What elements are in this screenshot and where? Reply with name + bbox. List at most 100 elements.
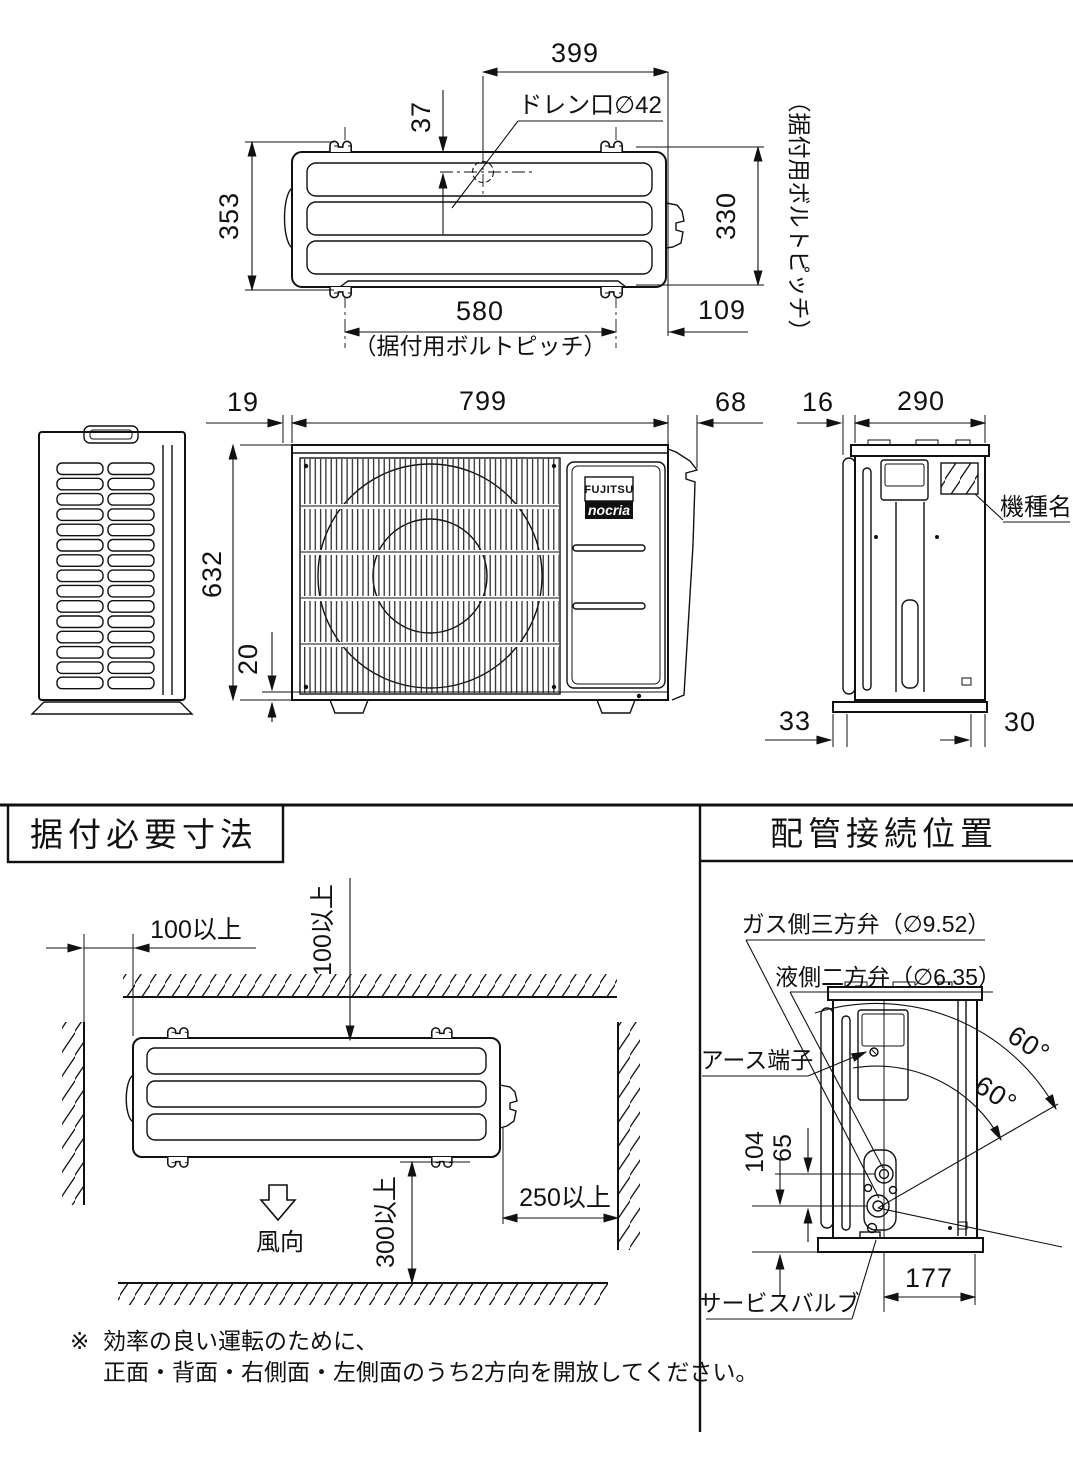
piping-unit-outline [832, 999, 978, 1239]
dim-68: 68 [715, 387, 747, 417]
grille-bolt [551, 684, 557, 690]
dim-580: 580 [456, 296, 504, 326]
wind-direction-arrow-icon [259, 1184, 297, 1222]
earth-terminal-screw [869, 1047, 879, 1057]
rear-louver-slot [107, 538, 155, 552]
installation-title: 据付必要寸法 [30, 816, 258, 853]
rear-louver-slot [56, 462, 104, 476]
angle-arc-outer [814, 1002, 1057, 1111]
rear-louver-slot [56, 554, 104, 567]
mount-foot [166, 1027, 190, 1039]
rear-louver-slot [107, 630, 155, 644]
rear-louver-slot [56, 584, 104, 598]
rear-louver-slot [56, 661, 104, 675]
dim-799: 799 [459, 386, 507, 416]
bolt-pitch-label-vertical: （据付用ボルトピッチ） [786, 90, 812, 343]
dim-330: 330 [711, 192, 741, 240]
top-wall-hatch [123, 974, 617, 997]
gas-leader [745, 939, 880, 1199]
rear-handle-inner [89, 429, 133, 440]
dim-399: 399 [551, 38, 599, 68]
drain-leader-line [451, 120, 519, 209]
rear-louver-slot [107, 554, 155, 567]
service-leader [851, 1239, 877, 1320]
dim-20: 20 [233, 643, 263, 675]
side-view: 機種名 16 290 33 30 [765, 386, 1072, 747]
mount-foot [329, 286, 353, 299]
rear-louver-slot [56, 508, 104, 522]
rear-louver-slot [107, 523, 155, 537]
rear-louver-slot [107, 508, 155, 522]
gas-valve-port [872, 1200, 884, 1212]
grille-bolt [551, 463, 557, 469]
service-panel: FUJITSU nocria [566, 461, 666, 699]
rear-louver-slot [107, 569, 155, 583]
dim-65: 65 [769, 1134, 797, 1162]
plan-slat-2 [146, 1080, 487, 1108]
clearance-right-label: 250以上 [519, 1184, 611, 1212]
side-handle-recess [880, 459, 929, 501]
rear-louver-slot [56, 523, 104, 537]
rear-louver-slot [56, 630, 104, 644]
valve-detail [863, 1183, 873, 1193]
rear-louver-slot [107, 661, 155, 675]
section-dividers: 据付必要寸法 配管接続位置 [0, 803, 1073, 1432]
piping-pipe-channel [841, 1015, 851, 1231]
rear-louver-slot [107, 492, 155, 506]
rear-louver-grid [56, 462, 155, 690]
grille-bolt [303, 684, 309, 690]
top-slat-3 [306, 240, 653, 275]
angle-outer-label: 60° [1002, 1020, 1055, 1069]
mount-foot [600, 140, 624, 153]
top-view: ドレン口∅42 399 37 353 330 （据付用ボルトピッチ） 580 （… [214, 38, 812, 359]
mount-foot [430, 1027, 454, 1039]
side-pipe-channel [862, 467, 872, 691]
valve-cover-protrusion [665, 202, 685, 249]
rear-guard-edge [842, 457, 856, 695]
piping-base-plate [817, 1237, 984, 1253]
rear-handle [83, 425, 139, 444]
dim-104: 104 [741, 1131, 769, 1173]
liquid-valve-label: 液側二方弁（∅6.35） [775, 964, 1001, 990]
note-mark: ※ [70, 1328, 89, 1354]
mount-foot [329, 140, 353, 153]
note-line1: 効率の良い運転のために、 [103, 1328, 378, 1354]
piping-handle-inner [861, 1013, 905, 1047]
fujitsu-logo: FUJITSU [584, 484, 633, 496]
top-slat-1 [306, 162, 653, 197]
fan-grille [299, 457, 561, 695]
bolt-pitch-label-horizontal: （据付用ボルトピッチ） [354, 333, 607, 359]
nocria-logo: nocria [588, 502, 630, 518]
side-bolt [935, 535, 939, 539]
piping-title: 配管接続位置 [770, 815, 998, 852]
plan-left-bulge [125, 1074, 134, 1123]
dim-16: 16 [802, 387, 834, 417]
rear-louver-slot [56, 600, 104, 613]
rear-louver-slot [107, 477, 155, 491]
rear-view [30, 425, 194, 715]
unit-top-outline [291, 151, 667, 288]
rear-louver-slot [56, 492, 104, 506]
rear-louver-slot [56, 477, 104, 491]
dim-37: 37 [406, 101, 436, 133]
dim-33: 33 [779, 706, 811, 736]
installation-drawing: 100以上 100以上 250以上 300以上 風向 ※ 効率の良い運転のために… [46, 878, 758, 1385]
dim-177: 177 [905, 1263, 953, 1293]
rear-louver-slot [56, 538, 104, 552]
side-flange [667, 448, 699, 701]
installation-title-box [6, 803, 285, 864]
left-bulge [283, 187, 293, 249]
dim-19: 19 [227, 387, 259, 417]
grille-rails [301, 504, 559, 647]
liquid-valve-port [878, 1168, 890, 1180]
dim-632: 632 [197, 550, 227, 598]
rear-louver-slot [107, 584, 155, 598]
rear-base [30, 701, 194, 715]
rear-louver-slot [56, 645, 104, 659]
piping-rear-guard [820, 1007, 834, 1229]
panel-bolt [636, 693, 642, 699]
angle-line-upper [877, 1103, 1059, 1209]
rear-louver-slot [107, 645, 155, 659]
